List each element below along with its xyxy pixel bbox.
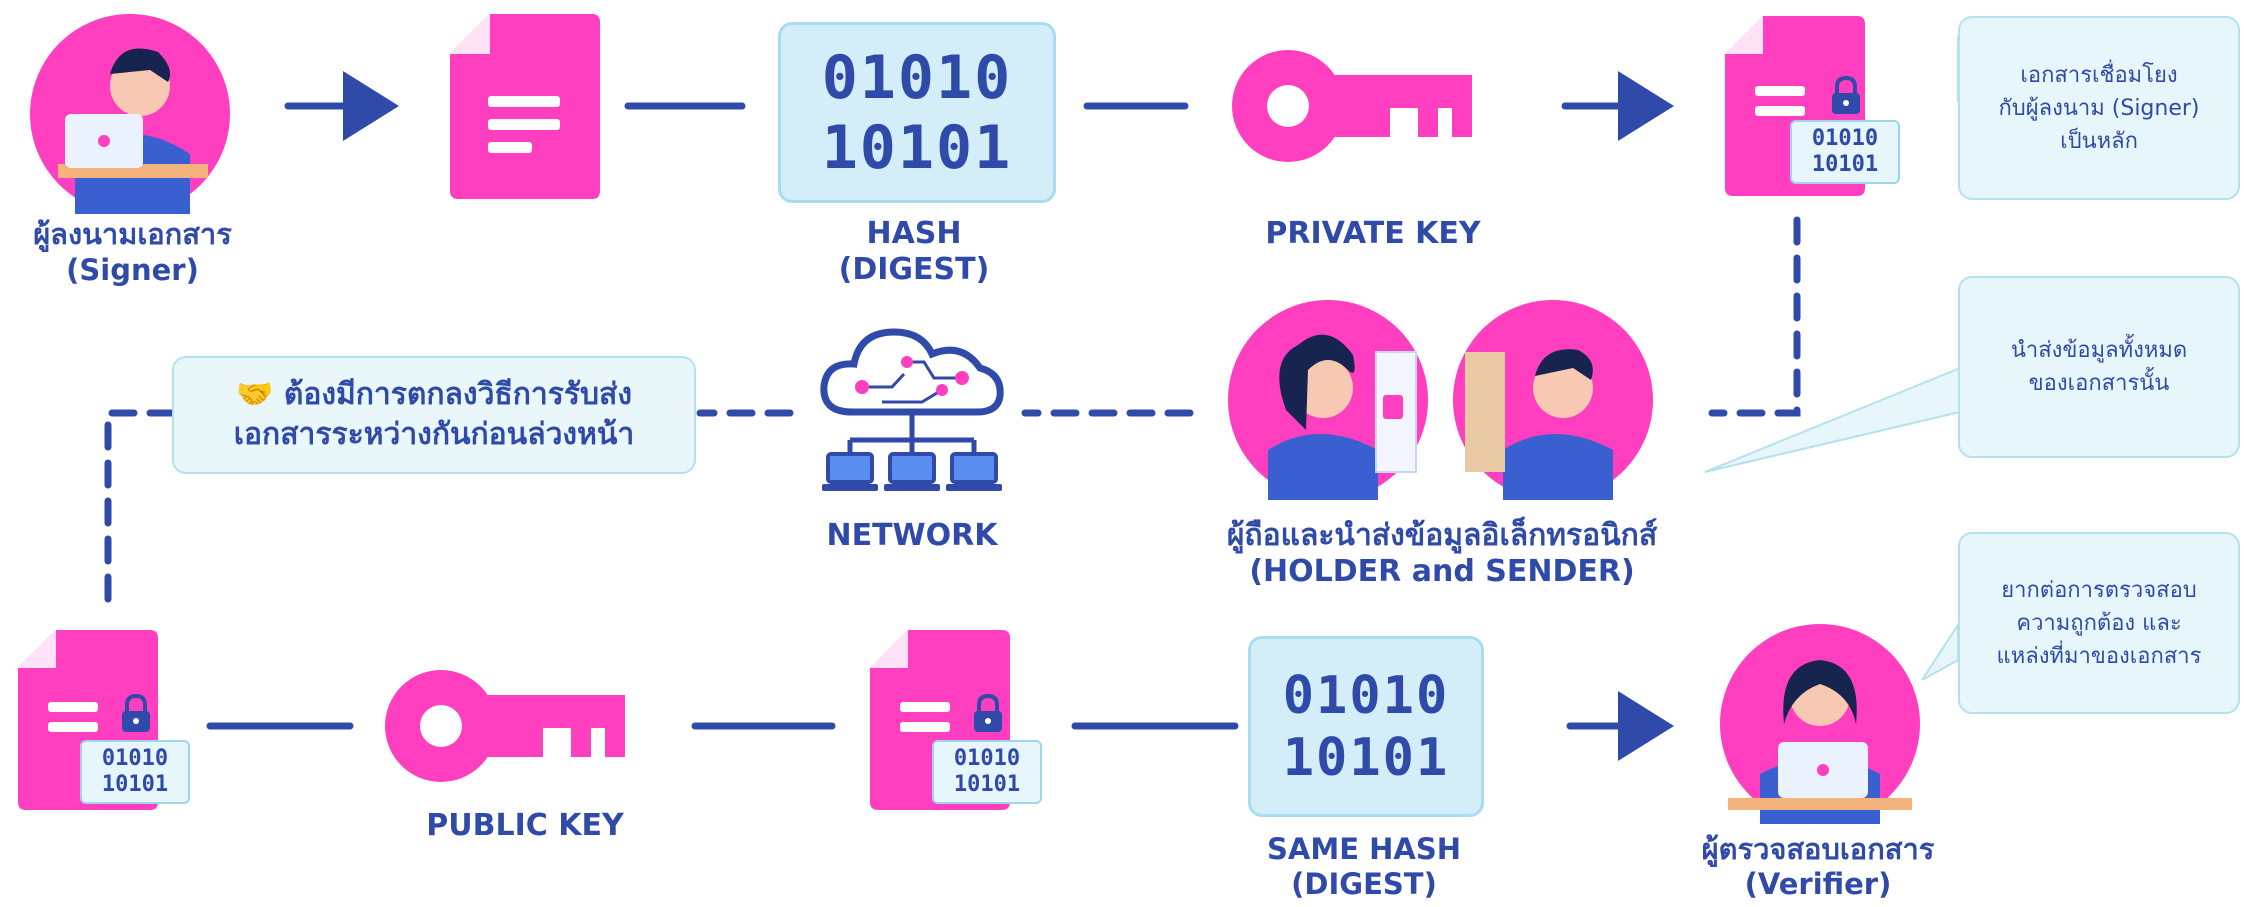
private-key-icon	[1232, 50, 1472, 162]
decrypted-hash-badge: 01010 10101	[932, 740, 1042, 804]
signer-label: ผู้ลงนามเอกสาร (Signer)	[33, 217, 232, 287]
holder-person-icon	[1228, 300, 1428, 500]
received-hash-badge: 01010 10101	[80, 740, 190, 804]
signed-hash-badge: 01010 10101	[1790, 120, 1900, 184]
sender-person-icon	[1453, 300, 1653, 500]
handshake-icon: 🤝	[236, 377, 274, 412]
agreement-box: 🤝 ต้องมีการตกลงวิธีการรับส่ง เอกสารระหว่…	[172, 356, 696, 474]
verifier-label: ผู้ตรวจสอบเอกสาร (Verifier)	[1701, 832, 1935, 901]
public-key-icon	[385, 670, 625, 782]
same-hash-digest-box: 01010 10101	[1248, 636, 1484, 817]
dashed-agreement-to-doc	[104, 409, 176, 619]
document-icon	[450, 14, 600, 199]
same-hash-label: SAME HASH (DIGEST)	[1267, 832, 1461, 901]
holder-sender-label: ผู้ถือและนำส่งข้อมูลอิเล็กทรอนิกส์ (HOLD…	[1226, 518, 1658, 589]
public-key-label: PUBLIC KEY	[426, 808, 624, 843]
lock-icon	[974, 694, 1002, 732]
private-key-label: PRIVATE KEY	[1265, 216, 1481, 251]
signer-avatar-icon	[30, 14, 230, 214]
note-verifier: ยากต่อการตรวจสอบ ความถูกต้อง และ แหล่งที…	[1958, 532, 2240, 714]
hash-label: HASH (DIGEST)	[838, 216, 990, 287]
dashed-signeddoc-to-holder	[1708, 216, 1801, 417]
lock-icon	[1832, 76, 1860, 114]
lock-icon	[122, 694, 150, 732]
hash-digest-box: 01010 10101	[778, 22, 1056, 203]
callout-tail-verifier-note	[1921, 621, 1959, 681]
callout-tail-sender-note	[1704, 366, 1961, 473]
verifier-avatar-icon	[1720, 624, 1920, 824]
note-sender: นำส่งข้อมูลทั้งหมด ของเอกสารนั้น	[1958, 276, 2240, 458]
note-signer-linkage: เอกสารเชื่อมโยง กับผู้ลงนาม (Signer) เป็…	[1958, 16, 2240, 200]
network-cloud-icon	[820, 328, 1004, 491]
network-label: NETWORK	[826, 518, 998, 553]
